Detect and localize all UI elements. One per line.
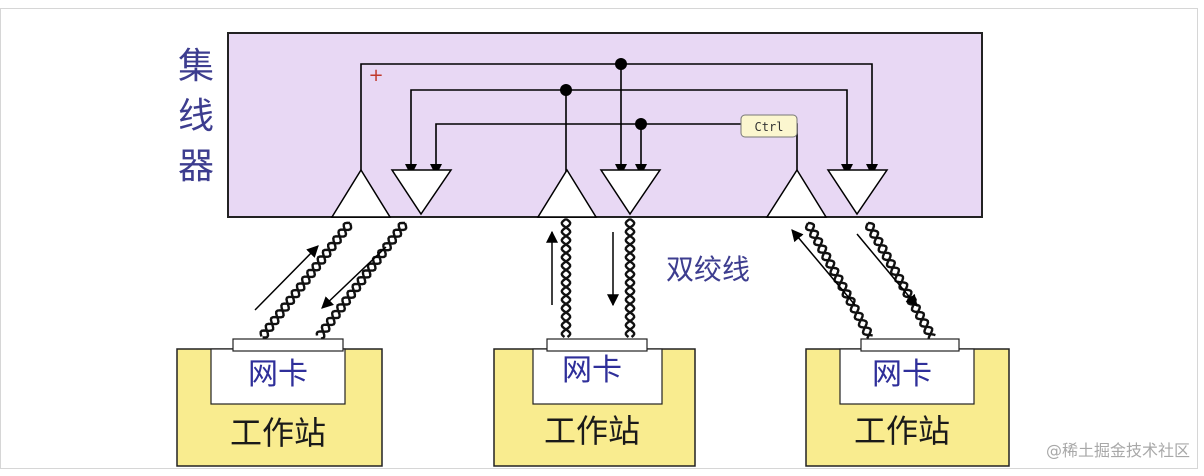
workstation-2: 网卡 工作站: [493, 338, 696, 467]
receiver-triangle-3: [765, 168, 828, 218]
cable-label: 双绞线: [666, 253, 750, 286]
workstation-3: 网卡 工作站: [805, 338, 1010, 467]
twisted-pair-strand: [315, 221, 406, 336]
twisted-pair-strand: [804, 222, 873, 337]
junction-dots: [560, 58, 647, 130]
workstation-1: 网卡 工作站: [176, 338, 383, 467]
twisted-pair-strand: [867, 221, 934, 340]
nic-card: [532, 348, 663, 405]
nic-connector: [232, 338, 344, 352]
signal-arrows: [254, 229, 918, 311]
transmitter-triangle-1: [390, 169, 453, 216]
workstation-label: 工作站: [854, 412, 950, 450]
svg-text:Ctrl: Ctrl: [755, 120, 784, 134]
nic-label: 网卡: [872, 357, 932, 392]
twisted-pair-strand: [262, 222, 353, 339]
transmitter-triangle-3: [826, 169, 889, 216]
twisted-pair-strand: [624, 217, 636, 338]
ctrl-tooltip: Ctrl: [740, 114, 798, 138]
twisted-pair-strand: [560, 217, 572, 338]
hub-label-3: 器: [178, 146, 214, 187]
transmitter-triangle-2: [599, 169, 662, 216]
nic-card: [210, 348, 346, 405]
nic-connector: [860, 338, 960, 352]
receiver-triangle-2: [536, 168, 598, 218]
plus-marker: +: [368, 65, 383, 86]
workstation-label: 工作站: [230, 414, 326, 452]
twisted-pair-strand: [320, 222, 408, 340]
hub-label-2: 线: [178, 96, 214, 137]
nic-connector: [546, 338, 648, 352]
twisted-pair-cables: [259, 217, 936, 340]
hub-label: 集: [178, 46, 214, 87]
receiver-triangle-1: [330, 168, 392, 218]
twisted-pair-strand: [864, 222, 936, 337]
watermark: @稀土掘金技术社区: [1046, 441, 1190, 460]
workstation-label: 工作站: [544, 412, 640, 450]
nic-label: 网卡: [562, 353, 622, 388]
nic-card: [839, 348, 975, 405]
twisted-pair-strand: [259, 221, 351, 337]
nic-label: 网卡: [248, 357, 308, 392]
hub-amplifiers: [330, 168, 889, 218]
